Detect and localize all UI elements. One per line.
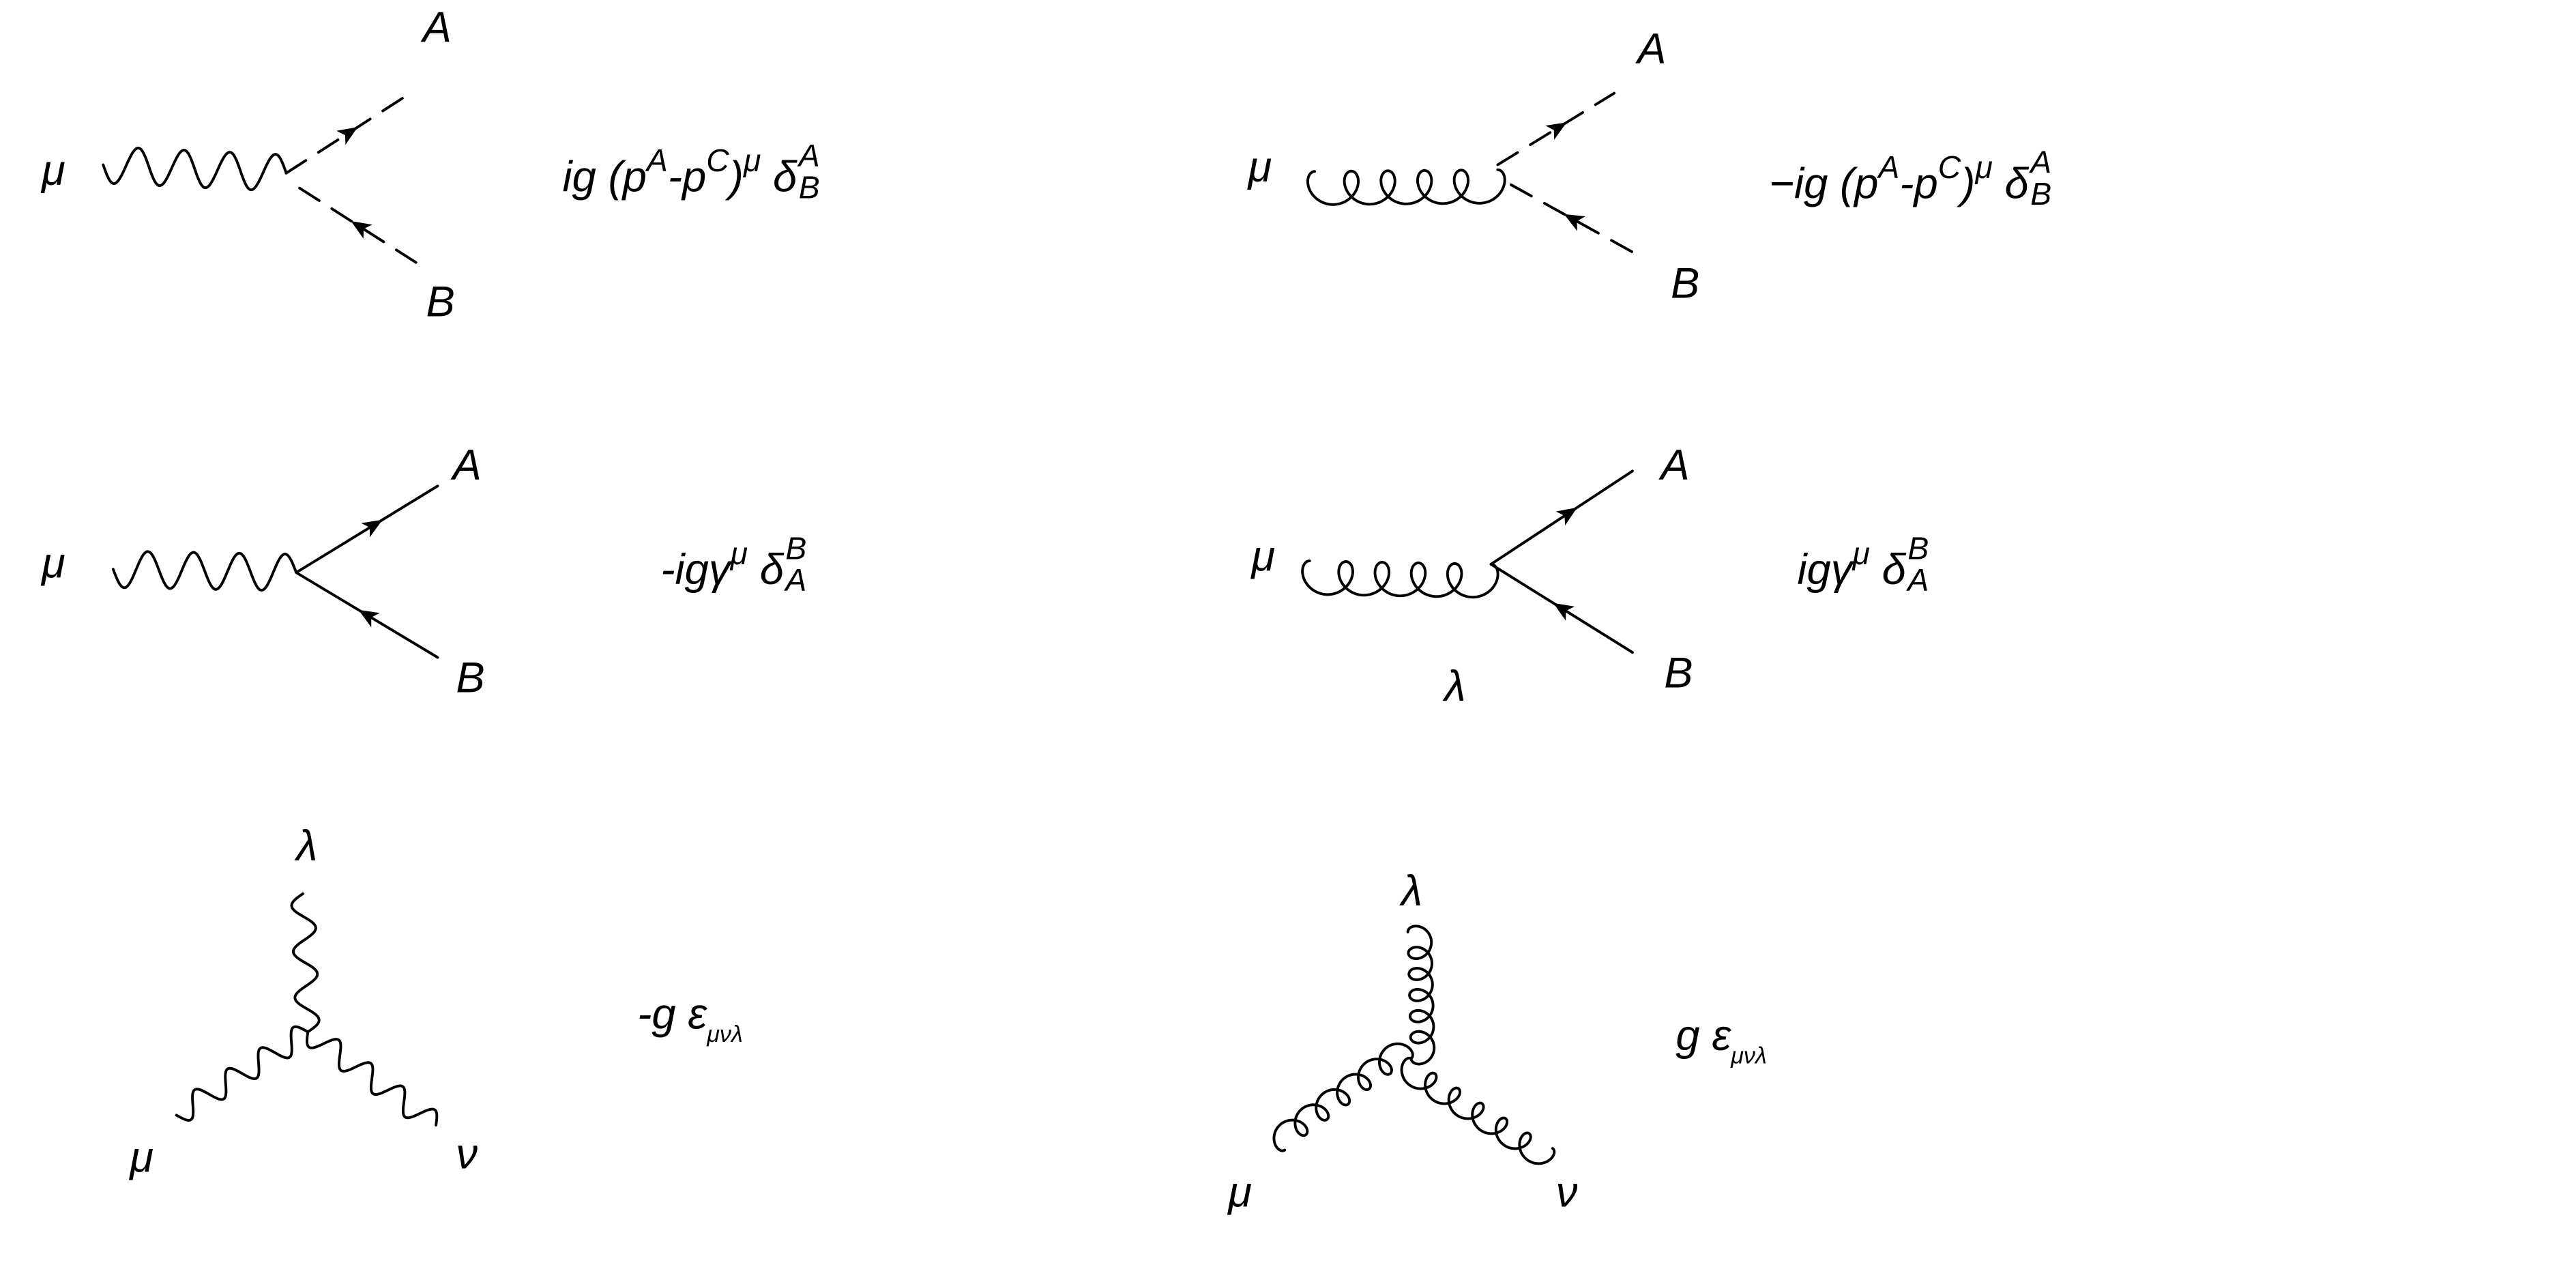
v1-factor-pa-index: A — [646, 145, 668, 180]
v1-factor-p: (p — [608, 151, 647, 202]
v5-factor-prefix: -g — [637, 988, 676, 1039]
v1-arrow-a — [336, 127, 358, 145]
v2-delta-up: A — [2030, 146, 2052, 182]
v1-factor-minus-p: -p — [667, 151, 707, 202]
v6-vertex-factor: g εμνλ — [1675, 1014, 1766, 1067]
v2-factor-minus-p: -p — [1899, 158, 1938, 208]
v2-factor-prefix: −ig — [1768, 158, 1828, 208]
v5-vertex-factor: -g εμνλ — [637, 992, 743, 1045]
v3-arrow-a — [361, 519, 383, 538]
v6-factor-epsilon: ε — [1712, 1010, 1731, 1060]
v5-photon-line-top — [290, 892, 321, 1034]
v4-label-lambda: λ — [1444, 660, 1466, 711]
v3-label-b: B — [456, 652, 485, 703]
v6-gluon-line-top — [1406, 925, 1436, 1066]
v6-label-nu: ν — [1555, 1166, 1578, 1217]
v4-factor-prefix: igγ — [1797, 544, 1853, 594]
v4-factor-mu: μ — [1852, 537, 1870, 573]
v3-photon-line — [111, 550, 298, 592]
v2-factor-delta: δ — [2004, 158, 2029, 208]
v3-factor-delta: δ — [759, 544, 784, 594]
v5-photon-line-left — [175, 1025, 310, 1122]
v3-factor-prefix: -igγ — [660, 544, 731, 594]
v3-delta-up: B — [785, 532, 807, 568]
v1-label-a: A — [422, 1, 452, 52]
v1-delta-up: A — [798, 140, 820, 175]
v4-delta-down: A — [1907, 564, 1929, 600]
v1-photon-line — [102, 147, 288, 192]
v4-label-a: A — [1660, 439, 1690, 490]
v2-label-mu: μ — [1248, 141, 1272, 192]
v6-factor-prefix: g — [1675, 1010, 1700, 1060]
v3-arrow-b — [358, 609, 380, 628]
v4-factor-delta: δ — [1882, 544, 1906, 594]
v2-scalar-line-a — [1496, 91, 1616, 166]
v3-label-mu: μ — [41, 537, 65, 588]
v6-gluon-line-right — [1400, 1056, 1556, 1165]
v6-label-mu: μ — [1228, 1166, 1252, 1217]
v1-factor-pc-index: C — [706, 145, 729, 180]
v2-factor-close: ) — [1961, 158, 1976, 208]
v5-label-mu: μ — [130, 1131, 154, 1182]
v3-label-a: A — [452, 439, 482, 490]
v1-arrow-b — [351, 220, 372, 239]
v1-factor-close: ) — [729, 151, 744, 202]
v3-delta-down: A — [785, 564, 807, 600]
v2-arrow-a — [1545, 122, 1567, 140]
v3-factor-mu: μ — [730, 537, 748, 573]
v3-fermion-line-a — [295, 484, 439, 575]
v4-label-b: B — [1664, 647, 1693, 698]
v4-gluon-line — [1301, 559, 1499, 599]
v2-gluon-line — [1306, 168, 1506, 206]
v2-arrow-b — [1564, 214, 1585, 231]
v4-arrow-b — [1553, 602, 1575, 621]
v6-factor-indices: μνλ — [1731, 1042, 1767, 1069]
v1-delta-down: B — [798, 171, 820, 207]
v5-label-lambda: λ — [296, 820, 318, 871]
v5-factor-indices: μνλ — [707, 1020, 743, 1047]
v2-scalar-line-b — [1509, 183, 1636, 255]
v4-label-mu: μ — [1251, 531, 1276, 581]
v5-label-nu: ν — [456, 1128, 478, 1179]
v1-scalar-line-b — [298, 186, 421, 266]
v2-label-b: B — [1671, 258, 1700, 308]
v6-gluon-line-left — [1272, 1042, 1414, 1152]
v4-fermion-line-a — [1489, 469, 1634, 566]
v1-factor-mu: μ — [743, 145, 761, 180]
v2-label-a: A — [1637, 23, 1667, 74]
v2-factor-pa-index: A — [1878, 151, 1900, 187]
v1-factor-prefix: ig — [562, 151, 596, 202]
v2-delta-down: B — [2030, 178, 2052, 214]
v5-factor-epsilon: ε — [688, 988, 707, 1039]
v4-arrow-a — [1555, 507, 1577, 526]
v1-scalar-line-a — [284, 93, 409, 175]
v1-label-b: B — [426, 276, 455, 327]
v1-factor-delta: δ — [773, 151, 797, 202]
v2-factor-pc-index: C — [1937, 151, 1961, 187]
v6-label-lambda: λ — [1401, 865, 1423, 916]
v1-label-mu: μ — [41, 145, 65, 195]
v4-delta-up: B — [1907, 532, 1929, 568]
v2-factor-p: (p — [1840, 158, 1879, 208]
v5-photon-line-right — [306, 1030, 439, 1126]
v2-factor-mu: μ — [1975, 151, 1993, 187]
